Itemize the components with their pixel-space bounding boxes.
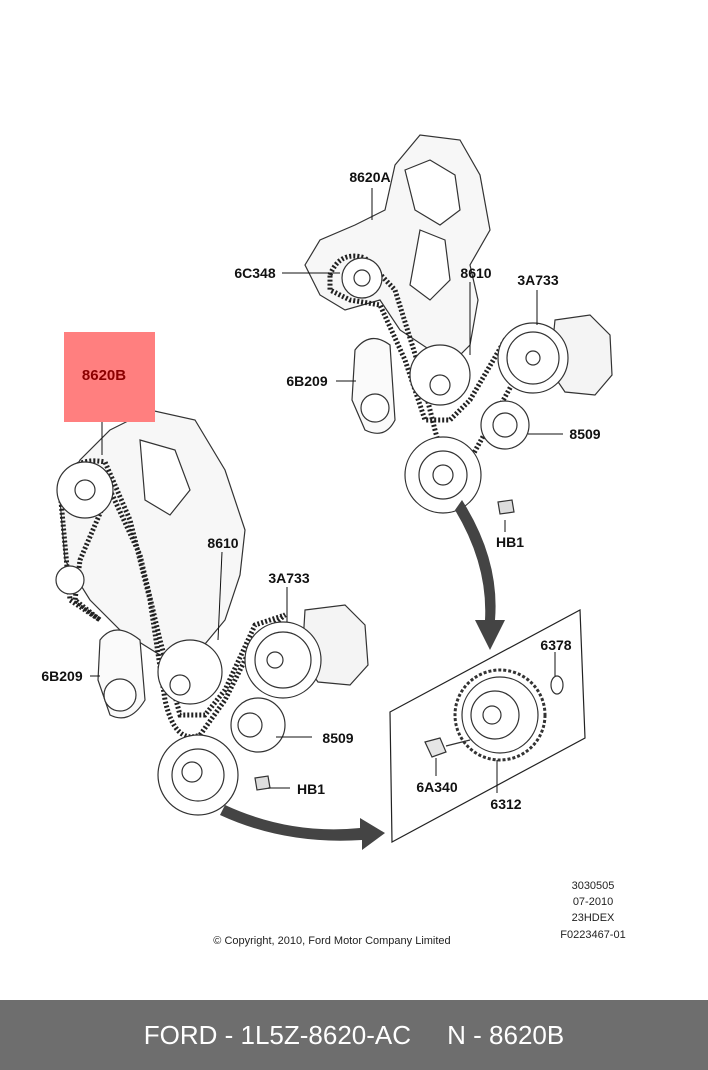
label-detail-bolt: 6A340 xyxy=(416,779,457,795)
label-lower-bolt: HB1 xyxy=(297,781,325,797)
detail-bolt xyxy=(424,737,447,758)
copyright: © Copyright, 2010, Ford Motor Company Li… xyxy=(213,935,450,947)
meta-code-3: 23HDEX xyxy=(572,912,615,924)
label-lower-tensioner: 6B209 xyxy=(41,668,82,684)
highlight-label: 8620B xyxy=(82,367,126,384)
upper-engine-block xyxy=(304,134,491,361)
label-lower-generator: 8610 xyxy=(207,535,238,551)
lower-bolt xyxy=(254,775,271,791)
label-lower-pump: 3A733 xyxy=(268,570,309,586)
lower-engine-assembly xyxy=(55,409,369,816)
footer-part-number: FORD - 1L5Z-8620-AC xyxy=(143,1019,412,1050)
belt-routing-diagram: 8620B 8620A 6C348 8610 3A733 6B209 8509 … xyxy=(41,134,626,947)
lower-generator-pulley xyxy=(157,639,223,705)
upper-bolt xyxy=(497,499,515,515)
footer-reference: N - 8620B xyxy=(447,1019,565,1050)
footer-bar: FORD - 1L5Z-8620-AC N - 8620B xyxy=(0,1000,708,1070)
upper-leader-lines xyxy=(282,188,563,532)
label-lower-pulley: 8509 xyxy=(322,730,353,746)
label-detail-seal: 6378 xyxy=(540,637,571,653)
upper-engine-assembly xyxy=(304,134,613,515)
highlight-box xyxy=(64,332,155,422)
label-upper-pump: 3A733 xyxy=(517,272,558,288)
detail-seal xyxy=(550,675,564,695)
detail-box xyxy=(389,609,586,843)
upper-to-detail-arrow xyxy=(455,500,505,650)
label-upper-idler: 6C348 xyxy=(234,265,275,281)
label-detail-damper: 6312 xyxy=(490,796,521,812)
label-upper-pulley: 8509 xyxy=(569,426,600,442)
footer-gap xyxy=(411,1020,447,1051)
label-upper-generator: 8610 xyxy=(460,265,491,281)
label-upper-belt: 8620A xyxy=(349,169,390,185)
meta-code-1: 3030505 xyxy=(572,880,615,892)
label-upper-tensioner: 6B209 xyxy=(286,373,327,389)
meta-code-4: F0223467-01 xyxy=(560,929,625,941)
lower-to-detail-arrow xyxy=(220,805,385,850)
meta-code-2: 07-2010 xyxy=(573,896,613,908)
label-upper-bolt: HB1 xyxy=(496,534,524,550)
